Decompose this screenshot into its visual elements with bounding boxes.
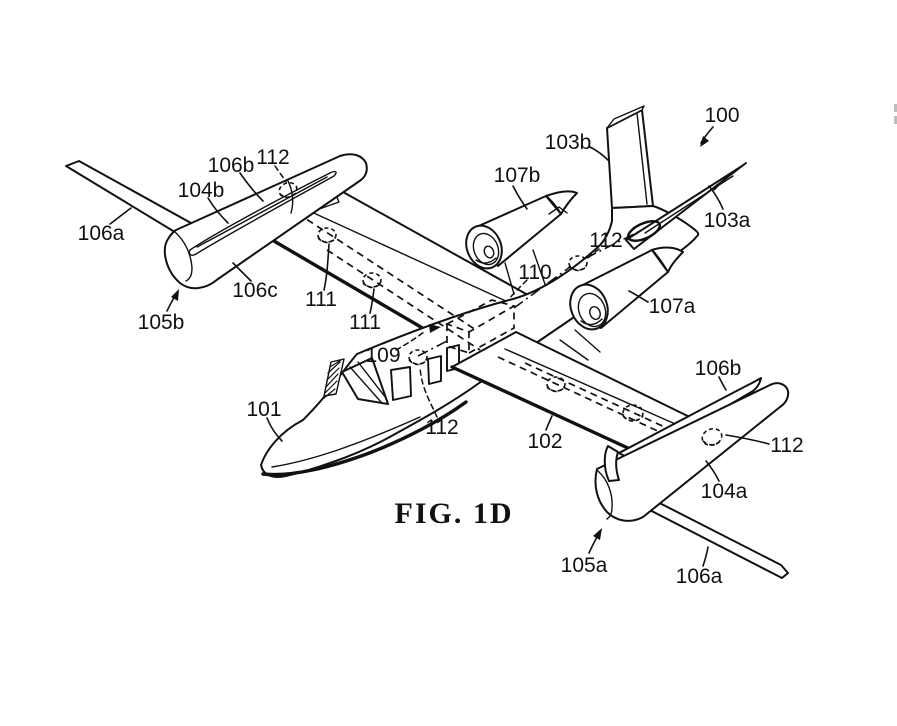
ref-label-103b: 103b <box>545 131 592 154</box>
leader-104b <box>207 197 229 224</box>
fuel-port-112-right-wing-b <box>622 404 644 422</box>
leader-112-left <box>274 165 287 183</box>
ref-label-111-outboard: 111 <box>305 288 337 311</box>
ref-label-103a: 103a <box>704 209 751 232</box>
leader-107a <box>628 290 649 303</box>
leader-103a <box>708 185 724 210</box>
arrowhead-109 <box>429 324 441 333</box>
ref-label-111-inboard: 111 <box>349 311 381 334</box>
ref-label-107a: 107a <box>649 295 696 318</box>
arrowhead-105a <box>593 528 602 540</box>
page-edge-marks <box>894 104 897 124</box>
left-engine-nacelle <box>465 190 578 295</box>
fuel-port-112-left-tank <box>278 181 298 199</box>
center-fuel-tank-box <box>444 299 517 355</box>
arrowhead-100 <box>700 136 709 147</box>
ref-label-105a: 105a <box>561 554 608 577</box>
leader-106c <box>232 262 252 282</box>
ref-label-101: 101 <box>246 398 281 421</box>
ref-label-105b: 105b <box>138 311 185 334</box>
ref-label-112-aft: 112 <box>589 229 622 252</box>
right-engine-nacelle <box>559 246 684 361</box>
ref-label-106a-left: 106a <box>78 222 125 245</box>
ref-label-104a: 104a <box>701 480 748 503</box>
leader-104a <box>705 460 720 482</box>
leader-106b-right <box>718 376 727 391</box>
ref-label-112-left: 112 <box>256 146 289 169</box>
fuselage <box>260 205 700 478</box>
leader-112-right <box>725 434 770 445</box>
ref-label-102: 102 <box>527 430 562 453</box>
arrowhead-105b <box>171 289 179 301</box>
leader-103b <box>589 146 610 162</box>
ref-label-106a-right: 106a <box>676 565 723 588</box>
leader-106a-right <box>702 546 709 567</box>
fuel-port-112-right-tank <box>701 427 723 447</box>
fuel-port-112-roof <box>408 349 428 366</box>
leader-109 <box>395 331 425 351</box>
right-wingtip-tank <box>594 377 790 522</box>
fuel-system-hidden-lines <box>296 212 707 447</box>
leader-111-inboard <box>369 288 375 314</box>
fuel-port-112-right-wing-a <box>546 376 566 393</box>
ref-label-100: 100 <box>704 104 739 127</box>
leader-107b <box>512 185 528 210</box>
fuel-port-111-outboard <box>317 227 337 244</box>
leader-lines <box>109 126 770 567</box>
leader-106a-left <box>109 207 132 225</box>
ref-label-106b-left: 106b <box>208 154 255 177</box>
leader-101 <box>266 417 283 442</box>
leader-111-outboard <box>323 243 330 291</box>
fuel-port-112-aft <box>568 255 588 272</box>
leader-112-roof <box>419 367 438 418</box>
figure-caption: FIG. 1D <box>395 497 514 530</box>
ref-label-106c: 106c <box>232 279 278 302</box>
ref-label-107b: 107b <box>494 164 541 187</box>
leader-112-aft <box>584 248 600 261</box>
left-wingtip-tank <box>163 153 368 290</box>
windshield-post <box>323 358 345 399</box>
ref-label-110: 110 <box>518 261 551 284</box>
leader-110 <box>508 279 528 300</box>
reference-labels: 100 101 102 103a 103b 104a 104b 105a 105… <box>78 104 804 588</box>
leader-106b-left <box>239 172 264 202</box>
ref-label-106b-right: 106b <box>695 357 742 380</box>
leader-102 <box>545 415 553 431</box>
ref-label-104b: 104b <box>178 179 225 202</box>
horizontal-stabilizer <box>625 162 747 250</box>
ref-label-109: 109 <box>365 344 400 367</box>
vertical-stabilizer <box>606 105 654 209</box>
ref-label-112-right: 112 <box>770 434 803 457</box>
fuel-port-111-inboard <box>362 272 382 289</box>
ref-label-112-roof: 112 <box>425 416 458 439</box>
windshield <box>341 357 389 405</box>
